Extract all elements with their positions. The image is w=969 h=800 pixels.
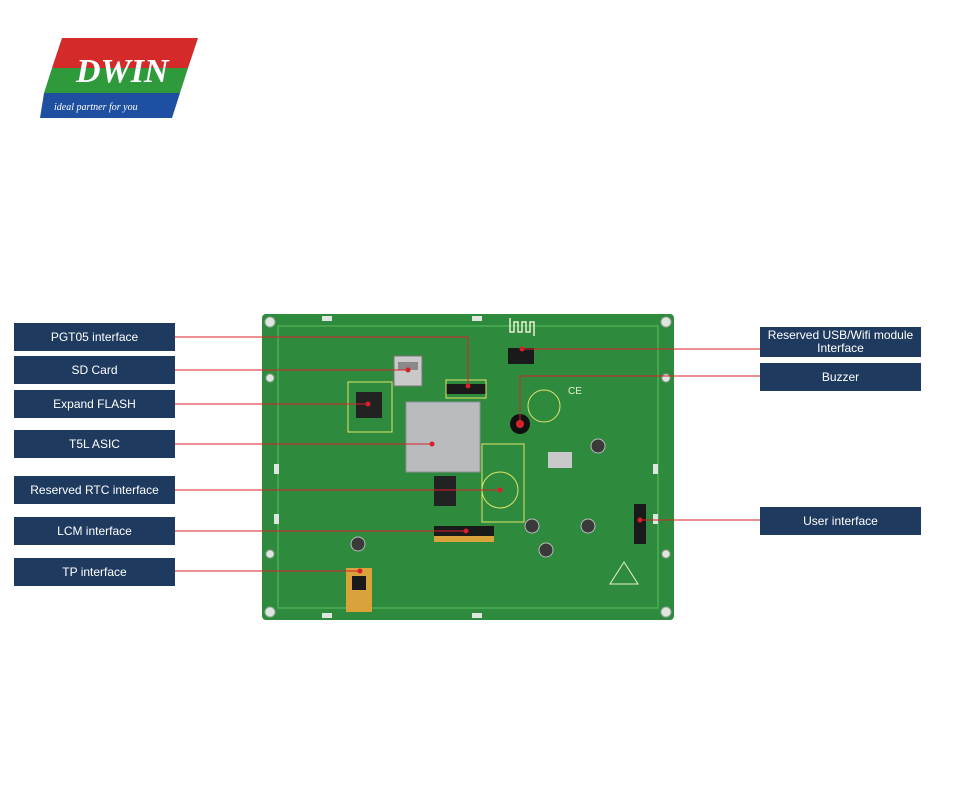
dwin-logo: DWIN ideal partner for you bbox=[40, 38, 198, 118]
label-tp-interface: TP interface bbox=[14, 558, 175, 586]
pcb-board: CE bbox=[262, 314, 674, 620]
label-sd-card: SD Card bbox=[14, 356, 175, 384]
logo-brand: DWIN bbox=[75, 53, 170, 90]
label-user-interface: User interface bbox=[760, 507, 921, 535]
label-reserved-usb-wifi-interface: Reserved USB/Wifi module Interface bbox=[760, 327, 921, 357]
label-t5l-asic: T5L ASIC bbox=[14, 430, 175, 458]
logo-tagline: ideal partner for you bbox=[54, 102, 138, 113]
label-pgt05-interface: PGT05 interface bbox=[14, 323, 175, 351]
svg-text:CE: CE bbox=[568, 386, 582, 397]
label-buzzer: Buzzer bbox=[760, 363, 921, 391]
label-reserved-rtc-interface: Reserved RTC interface bbox=[14, 476, 175, 504]
label-lcm-interface: LCM interface bbox=[14, 517, 175, 545]
label-expand-flash: Expand FLASH bbox=[14, 390, 175, 418]
